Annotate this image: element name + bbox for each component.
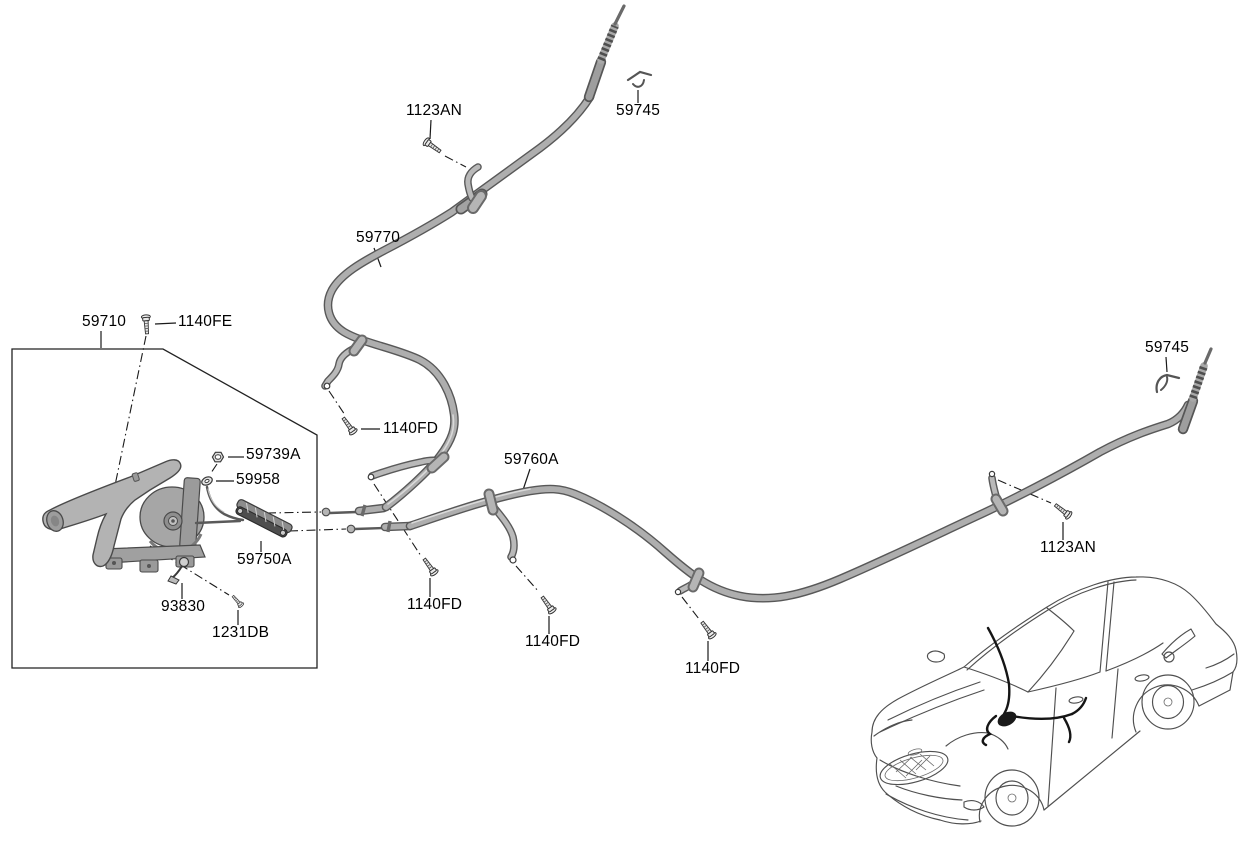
bracket-4 bbox=[674, 567, 705, 596]
bolt-1123AN-1 bbox=[421, 136, 444, 156]
cable-end-upper bbox=[321, 503, 389, 517]
part-label-1123AN-2: 1123AN bbox=[1040, 539, 1097, 556]
bracket-upper-clamp bbox=[464, 163, 487, 214]
cable-59770 bbox=[323, 4, 626, 512]
front-wheel bbox=[984, 769, 1040, 827]
nut-59739A bbox=[211, 451, 225, 463]
bolt-1123AN-2 bbox=[1052, 500, 1074, 521]
inset-box bbox=[11, 348, 318, 669]
part-label-93830: 93830 bbox=[161, 598, 206, 615]
leader-lines bbox=[100, 90, 1168, 661]
bolt-1140FD-1 bbox=[339, 414, 359, 437]
equalizer-59750A bbox=[235, 499, 293, 538]
bracket-3 bbox=[483, 488, 518, 564]
screw-1231DB bbox=[230, 593, 245, 609]
grille bbox=[879, 748, 949, 786]
part-label-59770: 59770 bbox=[356, 229, 401, 246]
part-label-59750A: 59750A bbox=[237, 551, 292, 568]
cable-end-lower bbox=[346, 520, 415, 534]
part-label-59745-2: 59745 bbox=[1145, 339, 1190, 356]
bolt-1140FD-4 bbox=[697, 618, 718, 641]
part-label-1140FE: 1140FE bbox=[178, 313, 233, 330]
part-label-1140FD-2: 1140FD bbox=[407, 596, 463, 613]
part-label-1231DB: 1231DB bbox=[212, 624, 270, 641]
clip-59745-1 bbox=[626, 70, 653, 88]
part-label-1140FD-3: 1140FD bbox=[525, 633, 581, 650]
part-label-59739A: 59739A bbox=[246, 446, 301, 463]
cable-59760A bbox=[405, 347, 1213, 603]
dash-dot-lines bbox=[112, 155, 1052, 620]
part-label-59958: 59958 bbox=[236, 471, 281, 488]
rear-wheel bbox=[1141, 674, 1195, 730]
bracket-1 bbox=[321, 334, 368, 390]
part-label-1123AN-1: 1123AN bbox=[406, 102, 463, 119]
bolt-1140FE bbox=[140, 314, 153, 335]
vehicle-outline bbox=[870, 576, 1238, 827]
part-label-1140FD-1: 1140FD bbox=[383, 420, 439, 437]
bolt-1140FD-3 bbox=[538, 593, 558, 616]
switch-93830 bbox=[167, 556, 190, 585]
lever-assembly bbox=[42, 459, 245, 573]
part-label-59745-1: 59745 bbox=[616, 102, 661, 119]
clip-59745-2 bbox=[1155, 373, 1181, 394]
part-label-1140FD-4: 1140FD bbox=[685, 660, 741, 677]
part-label-59710: 59710 bbox=[82, 313, 127, 330]
bracket-5 bbox=[988, 470, 1009, 517]
bracket-2 bbox=[367, 451, 450, 481]
washer-59958 bbox=[201, 476, 213, 486]
part-label-59760A: 59760A bbox=[504, 451, 559, 468]
bolt-1140FD-2 bbox=[420, 555, 440, 578]
vehicle-cable-highlight bbox=[981, 626, 1088, 747]
